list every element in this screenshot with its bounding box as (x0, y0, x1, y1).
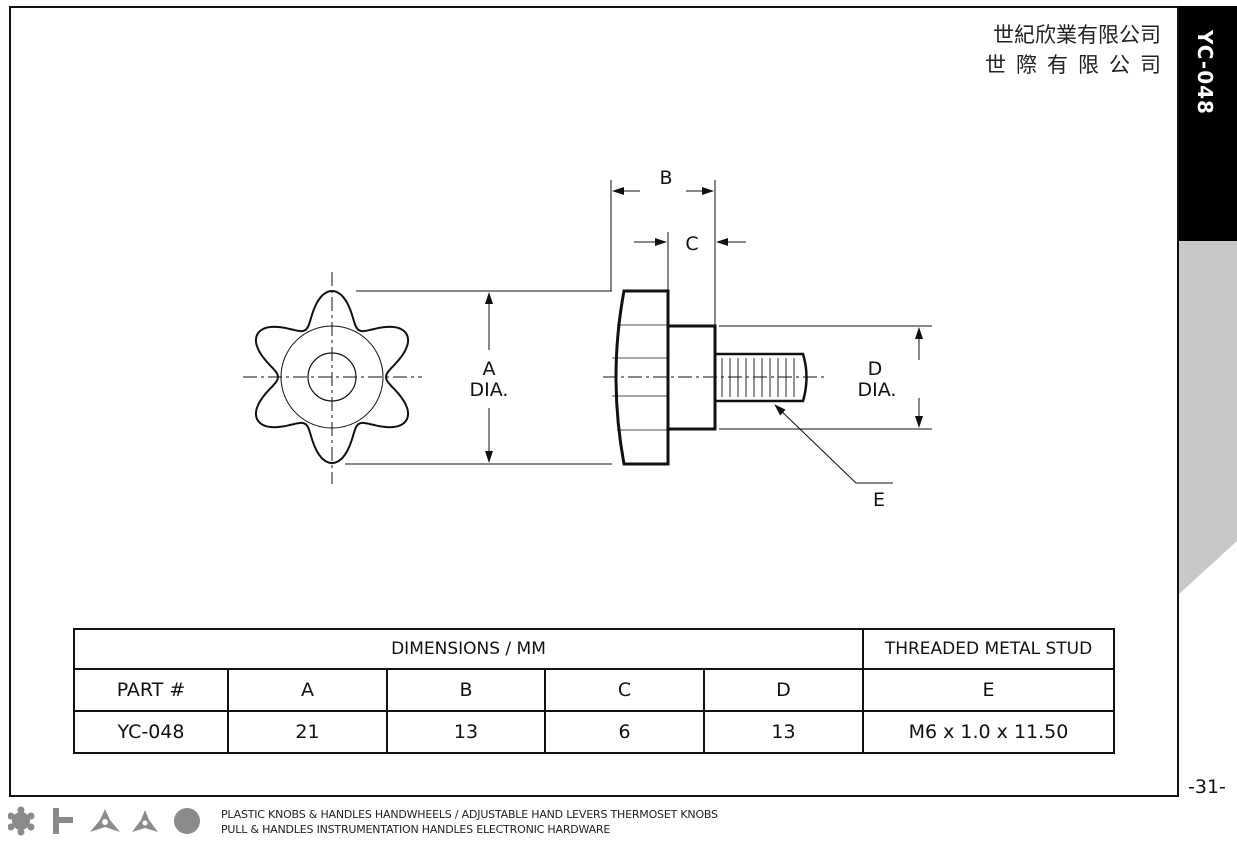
knob-side-view (603, 289, 826, 466)
table-cell: YC-048 (73, 710, 229, 754)
page-number: -31- (1188, 776, 1226, 798)
table-cell: 21 (227, 710, 388, 754)
handwheel-icon (174, 808, 200, 834)
table-row: YC-048 21 13 6 13 M6 x 1.0 x 11.50 (73, 710, 1115, 754)
column-header: PART # (73, 668, 229, 712)
dimension-c (634, 232, 746, 291)
table-cell: M6 x 1.0 x 11.50 (862, 710, 1115, 754)
side-tab-code: YC-048 (1193, 30, 1217, 115)
column-header: E (862, 668, 1115, 712)
dimension-a (345, 290, 612, 465)
lever-icon (53, 808, 73, 834)
page-frame (9, 6, 1179, 797)
company-name-1: 世紀欣業有限公司 (993, 23, 1161, 47)
footer-line-1: PLASTIC KNOBS & HANDLES HANDWHEELS / ADJ… (221, 808, 718, 821)
footer-line-2: PULL & HANDLES INSTRUMENTATION HANDLES E… (221, 823, 611, 836)
side-tab-shade (1179, 241, 1237, 594)
dimension-d (719, 325, 932, 430)
three-lobe-knob-icon (90, 809, 120, 832)
table-cell: 13 (386, 710, 546, 754)
dimension-d-label: D (868, 358, 883, 380)
dimension-b-label: B (659, 167, 672, 189)
leader-e-label: E (873, 489, 885, 511)
leader-e (774, 404, 893, 484)
knob-front-view (243, 272, 422, 484)
group-header-stud: THREADED METAL STUD (862, 628, 1115, 670)
column-header: D (703, 668, 864, 712)
side-tab (1179, 6, 1237, 241)
dimension-a-label: A (483, 358, 496, 380)
three-lobe-knob-icon (132, 810, 158, 832)
dimensions-table: DIMENSIONS / MM THREADED METAL STUD PART… (73, 628, 1115, 754)
dimension-c-label: C (685, 233, 698, 255)
column-header: C (544, 668, 705, 712)
table-cell: 13 (703, 710, 864, 754)
company-names: 世紀欣業有限公司 世際有限公司 (985, 20, 1161, 80)
knob-icon (8, 806, 35, 836)
dimension-d-dia-label: DIA. (858, 379, 897, 401)
dimension-b (610, 180, 716, 326)
dimension-a-dia-label: DIA. (470, 379, 509, 401)
footer-text: PLASTIC KNOBS & HANDLES HANDWHEELS / ADJ… (221, 807, 718, 837)
footer-icons (8, 806, 200, 836)
column-header: A (227, 668, 388, 712)
column-header-row: PART # A B C D E (73, 668, 1115, 712)
group-header-dimensions: DIMENSIONS / MM (73, 628, 864, 670)
table-cell: 6 (544, 710, 705, 754)
column-header: B (386, 668, 546, 712)
company-name-2: 世際有限公司 (985, 53, 1171, 77)
